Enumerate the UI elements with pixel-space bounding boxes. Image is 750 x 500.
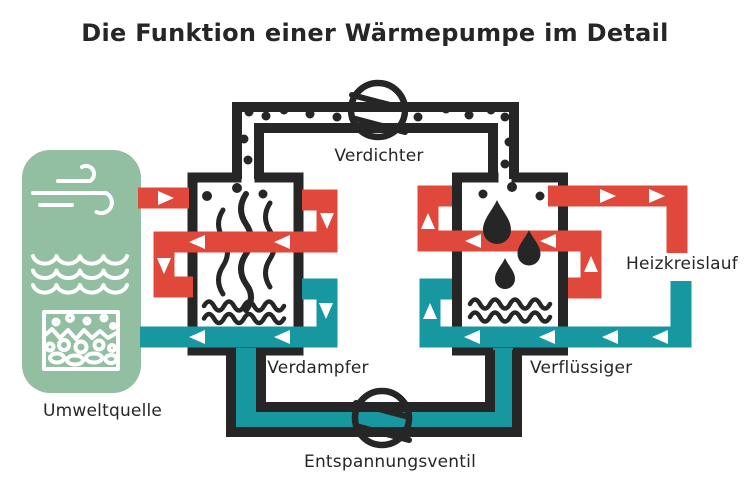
- heating-circuit-label: Heizkreislauf: [626, 254, 738, 274]
- triangle-flow-arrow-icon: [157, 189, 668, 344]
- compressor-icon: [347, 79, 409, 141]
- liquid-surface-icon: [201, 299, 287, 326]
- water-waves-icon: [31, 254, 129, 295]
- liquid-surface-icon: [467, 297, 553, 324]
- page-title: Die Funktion einer Wärmepumpe im Detail: [81, 19, 669, 47]
- compressor-label: Verdichter: [334, 146, 424, 166]
- evaporator-box: [187, 172, 304, 356]
- gas-dots-icon: [202, 104, 545, 201]
- environment-source-box: [22, 150, 141, 393]
- condenser-box: [452, 172, 568, 356]
- expansion-valve-icon: [351, 387, 413, 449]
- droplet-icon: [483, 200, 541, 289]
- environment-source-label: Umweltquelle: [43, 401, 163, 421]
- wind-icon: [31, 163, 114, 216]
- soil-stones-icon: [42, 310, 120, 371]
- condenser-label: Verflüssiger: [530, 358, 633, 378]
- refrigerant-gas-pipe: [202, 102, 545, 201]
- evaporator-label: Verdampfer: [267, 358, 369, 378]
- heating-circuit-hot-pipe: [417, 185, 688, 299]
- heating-circuit-return-pipe: [419, 278, 692, 348]
- expansion-valve-label: Entspannungsventil: [304, 452, 476, 472]
